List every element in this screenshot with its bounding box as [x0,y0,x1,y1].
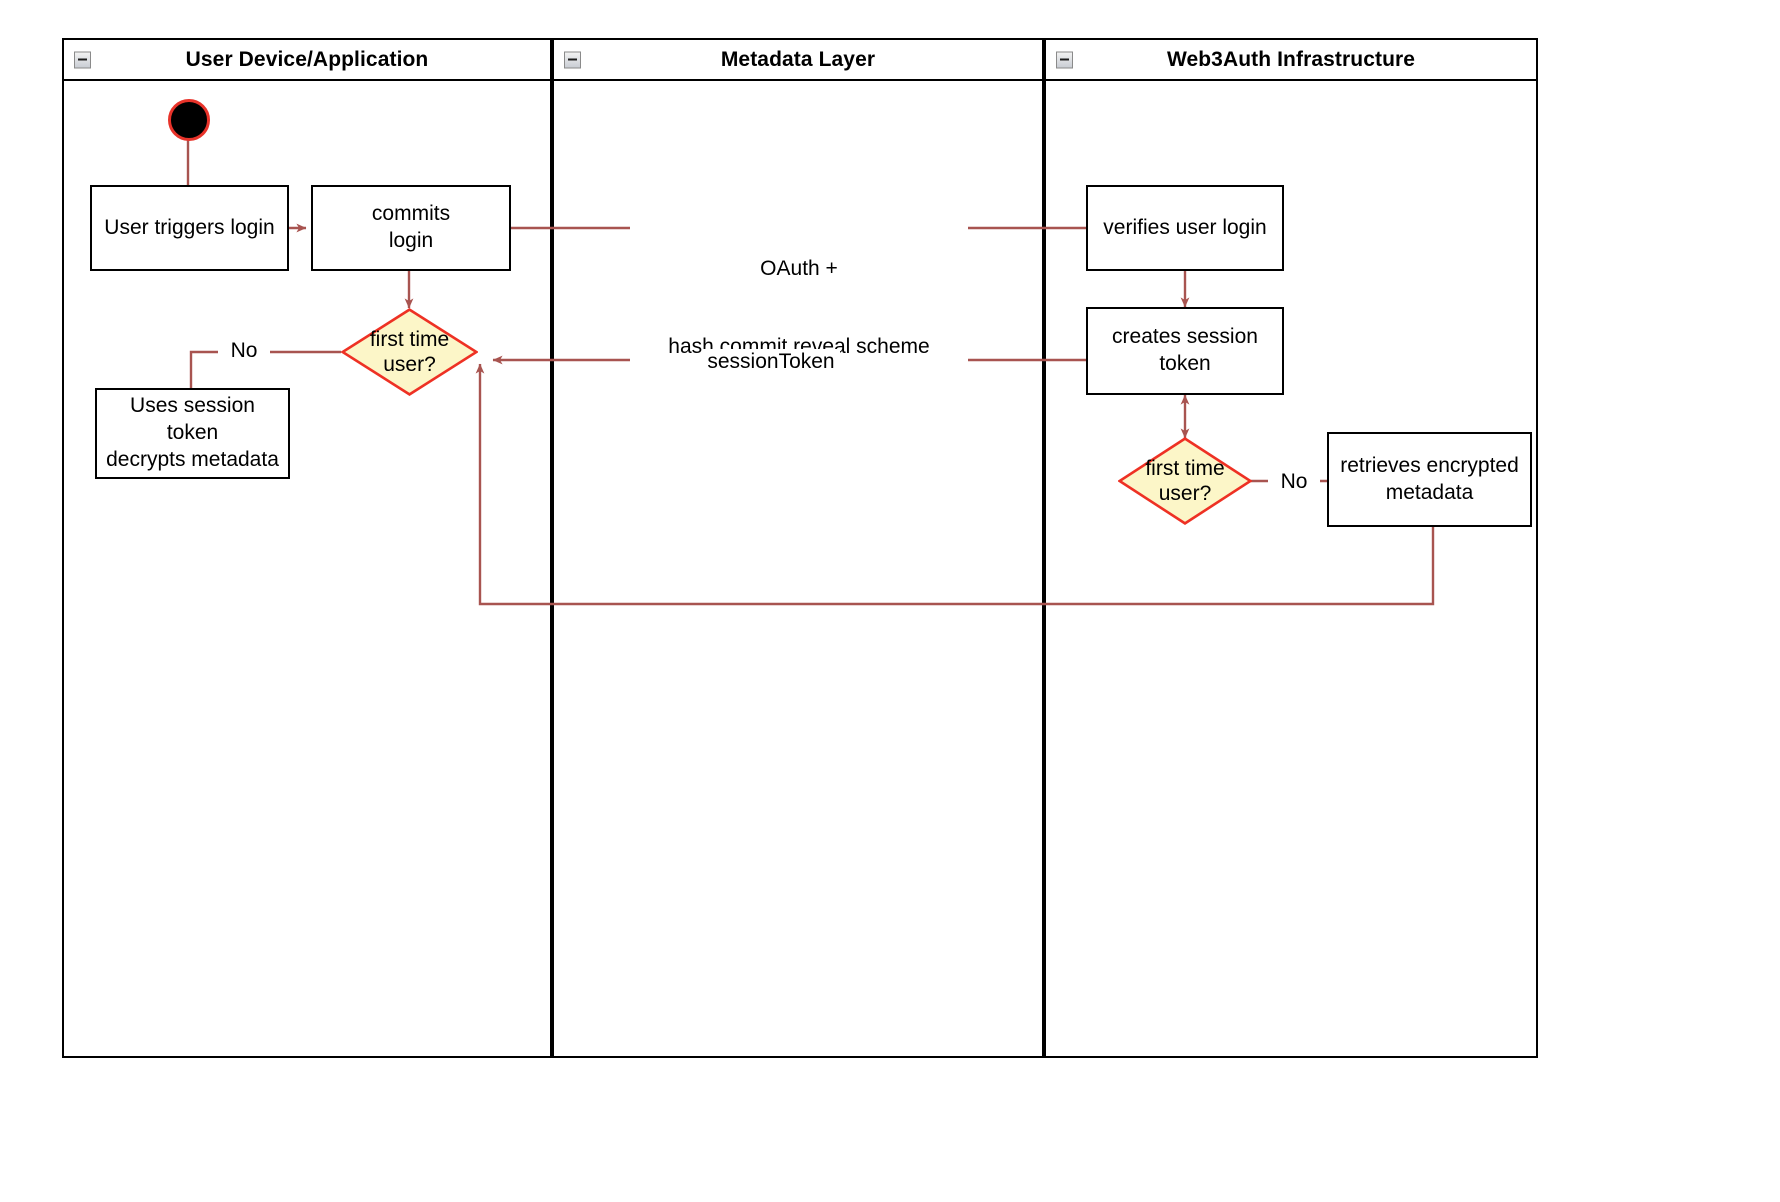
lane-header-web3auth[interactable]: Web3Auth Infrastructure [1044,38,1538,81]
node-commits-login[interactable]: commits login [311,185,511,271]
node-label-user-triggers-login: User triggers login [104,215,275,239]
lane-title-metadata: Metadata Layer [720,47,876,71]
edge-label-no-right: No [1268,469,1320,496]
edge-label-session-token: sessionToken [702,349,840,376]
collapse-minus-icon-user-device[interactable] [74,51,91,68]
node-label-retrieves-line2: metadata [1385,480,1474,504]
node-label-commits-login-line1: commits [371,202,451,226]
node-label-uses-session-line1: Uses session [130,394,255,418]
lane-header-user-device[interactable]: User Device/Application [62,38,552,81]
node-label-creates-session-line2: token [1159,352,1211,375]
decision-first-time-user-right[interactable]: first time user? [1118,437,1252,525]
node-creates-session-token[interactable]: creates session token [1086,307,1284,395]
node-label-verifies-user-login: verifies user login [1103,215,1267,239]
node-uses-session-token[interactable]: Uses session token decrypts metadata [95,388,290,479]
decision-first-time-user-left[interactable]: first time user? [341,308,478,396]
lane-body-metadata [552,38,1044,1058]
collapse-minus-icon-web3auth[interactable] [1056,51,1073,68]
node-user-triggers-login[interactable]: User triggers login [90,185,289,271]
edge-label-no-left: No [218,338,270,365]
collapse-minus-icon-metadata[interactable] [564,51,581,68]
node-label-uses-session-line2: token [166,421,219,445]
edge-label-oauth: OAuth + hash commit reveal scheme [630,203,968,413]
node-label-commits-login-line2: login [388,229,434,252]
node-label-creates-session-line1: creates session [1112,325,1258,349]
edge-label-oauth-line1: OAuth + [760,256,838,280]
lane-title-web3auth: Web3Auth Infrastructure [1166,47,1416,71]
lane-title-user-device: User Device/Application [185,47,429,71]
node-label-retrieves-line1: retrieves encrypted [1340,453,1519,477]
node-verifies-user-login[interactable]: verifies user login [1086,185,1284,271]
start-node[interactable] [168,99,210,141]
node-label-uses-session-line3: decrypts metadata [106,447,279,471]
lane-header-metadata[interactable]: Metadata Layer [552,38,1044,81]
node-retrieves-encrypted-metadata[interactable]: retrieves encrypted metadata [1327,432,1532,527]
